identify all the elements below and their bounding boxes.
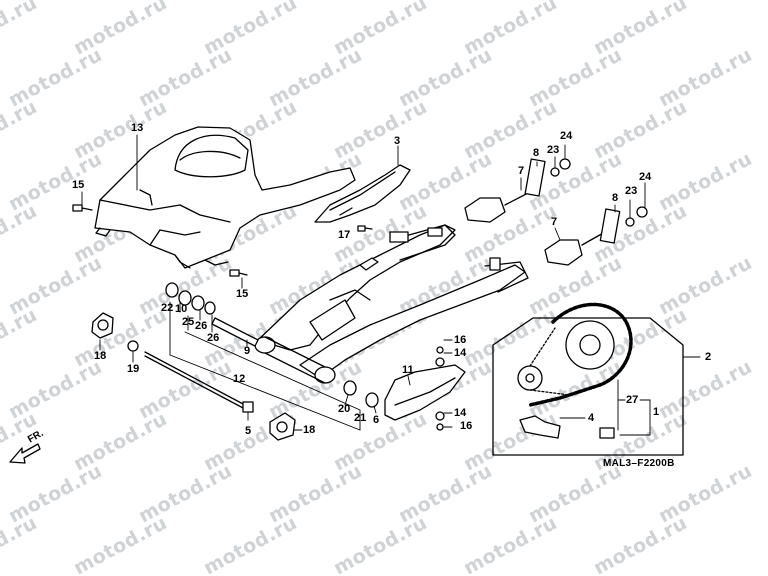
bolt-15-lower	[229, 269, 248, 277]
callout-14-upper: 14	[454, 347, 467, 359]
pivot-hardware	[91, 282, 379, 441]
callout-bolt-upper: 15	[72, 179, 85, 191]
callout-25: 25	[182, 316, 195, 328]
callout-bolt-17: 17	[338, 229, 351, 241]
callout-21: 21	[354, 412, 367, 424]
callout-18-right: 18	[303, 424, 316, 436]
callout-7-upper: 7	[518, 165, 525, 177]
callout-24-lower: 24	[639, 171, 652, 183]
callout-26-second: 26	[207, 332, 220, 344]
callout-bolt-lower: 15	[236, 288, 249, 300]
callout-27: 27	[626, 394, 639, 406]
bolt-15-upper	[72, 204, 93, 212]
swingarm-part	[254, 224, 529, 384]
callout-8-upper: 8	[533, 147, 540, 159]
chain-adjuster-upper	[464, 158, 571, 223]
callout-23-lower: 23	[625, 185, 638, 197]
chain-adjuster-lower	[544, 206, 648, 266]
callout-7-lower: 7	[551, 216, 558, 228]
callout-18-left: 18	[94, 350, 107, 362]
callout-12: 12	[233, 373, 246, 385]
callout-5: 5	[245, 425, 252, 437]
bolt-17	[357, 225, 373, 232]
callout-6: 6	[373, 414, 380, 426]
leader-lines	[81, 134, 701, 436]
chain-cover-part	[314, 164, 411, 223]
callout-14-lower: 14	[454, 407, 467, 419]
callout-19: 19	[127, 363, 140, 375]
callout-9: 9	[244, 345, 251, 357]
callout-11: 11	[402, 364, 414, 376]
callout-4: 4	[588, 412, 595, 424]
callout-20: 20	[338, 403, 351, 415]
callout-24-upper: 24	[560, 130, 573, 142]
callout-16-upper: 16	[454, 334, 467, 346]
chain-slider-part	[384, 346, 466, 431]
callout-rear-fender: 13	[131, 122, 144, 134]
callout-chain-cover: 3	[394, 135, 401, 147]
callout-chain-kit: 2	[705, 351, 712, 363]
rear-fender-part	[94, 126, 356, 269]
callout-23-upper: 23	[547, 144, 560, 156]
front-arrow	[9, 443, 41, 464]
callout-10: 10	[175, 303, 188, 315]
chain-kit-part	[492, 302, 684, 456]
diagram-code: MAL3–F2200B	[603, 458, 675, 469]
callout-8-lower: 8	[612, 192, 619, 204]
callout-22: 22	[161, 302, 174, 314]
callout-1: 1	[653, 406, 660, 418]
callout-26-first: 26	[195, 320, 208, 332]
callout-16-lower: 16	[460, 420, 473, 432]
